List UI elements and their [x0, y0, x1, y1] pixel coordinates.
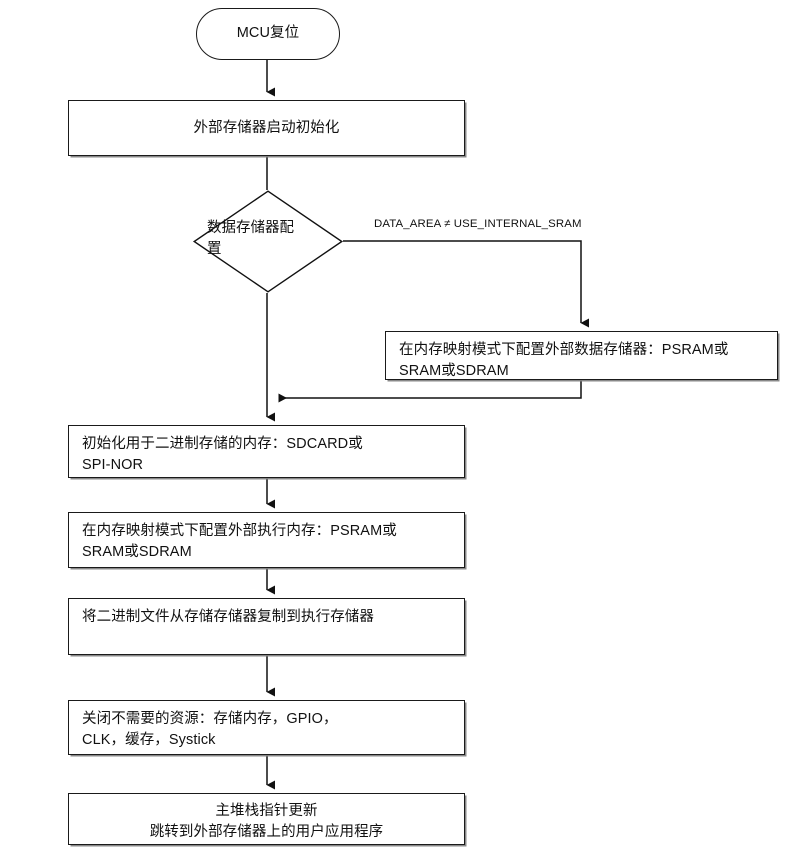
- node-external-memory-boot-init-label: 外部存储器启动初始化: [193, 120, 340, 136]
- edge-label-data-area-condition: DATA_AREA ≠ USE_INTERNAL_SRAM: [374, 218, 582, 230]
- node-copy-binary-to-execution-memory[interactable]: 将二进制文件从存储存储器复制到执行存储器: [68, 598, 465, 655]
- node-external-memory-boot-init[interactable]: 外部存储器启动初始化: [68, 100, 465, 156]
- node-mcu-reset[interactable]: MCU复位: [196, 8, 340, 60]
- edge-config-ext-data-to-merge: [278, 380, 582, 403]
- node-jump-to-user-application[interactable]: 主堆栈指针更新 跳转到外部存储器上的用户应用程序: [68, 793, 465, 845]
- node-close-unneeded-resources-label: 关闭不需要的资源：存储内存，GPIO， CLK，缓存，Systick: [82, 711, 338, 748]
- node-config-external-execution-memory-label: 在内存映射模式下配置外部执行内存：PSRAM或 SRAM或SDRAM: [82, 523, 397, 560]
- decision-diamond-shape: [192, 190, 344, 293]
- node-config-external-data-memory-label: 在内存映射模式下配置外部数据存储器：PSRAM或 SRAM或SDRAM: [399, 342, 729, 379]
- node-data-memory-config-decision[interactable]: 数据存储器配 置: [192, 190, 344, 293]
- node-data-memory-config-label: 数据存储器配 置: [207, 220, 294, 257]
- node-mcu-reset-label: MCU复位: [236, 25, 300, 41]
- node-jump-to-user-application-label: 主堆栈指针更新 跳转到外部存储器上的用户应用程序: [149, 803, 384, 840]
- edge-decision-to-config-ext-data: [343, 240, 589, 328]
- node-config-external-data-memory[interactable]: 在内存映射模式下配置外部数据存储器：PSRAM或 SRAM或SDRAM: [385, 331, 778, 380]
- node-init-binary-storage-memory-label: 初始化用于二进制存储的内存：SDCARD或 SPI-NOR: [82, 436, 363, 473]
- node-init-binary-storage-memory[interactable]: 初始化用于二进制存储的内存：SDCARD或 SPI-NOR: [68, 425, 465, 478]
- node-config-external-execution-memory[interactable]: 在内存映射模式下配置外部执行内存：PSRAM或 SRAM或SDRAM: [68, 512, 465, 568]
- node-copy-binary-to-execution-memory-label: 将二进制文件从存储存储器复制到执行存储器: [82, 609, 374, 625]
- node-close-unneeded-resources[interactable]: 关闭不需要的资源：存储内存，GPIO， CLK，缓存，Systick: [68, 700, 465, 755]
